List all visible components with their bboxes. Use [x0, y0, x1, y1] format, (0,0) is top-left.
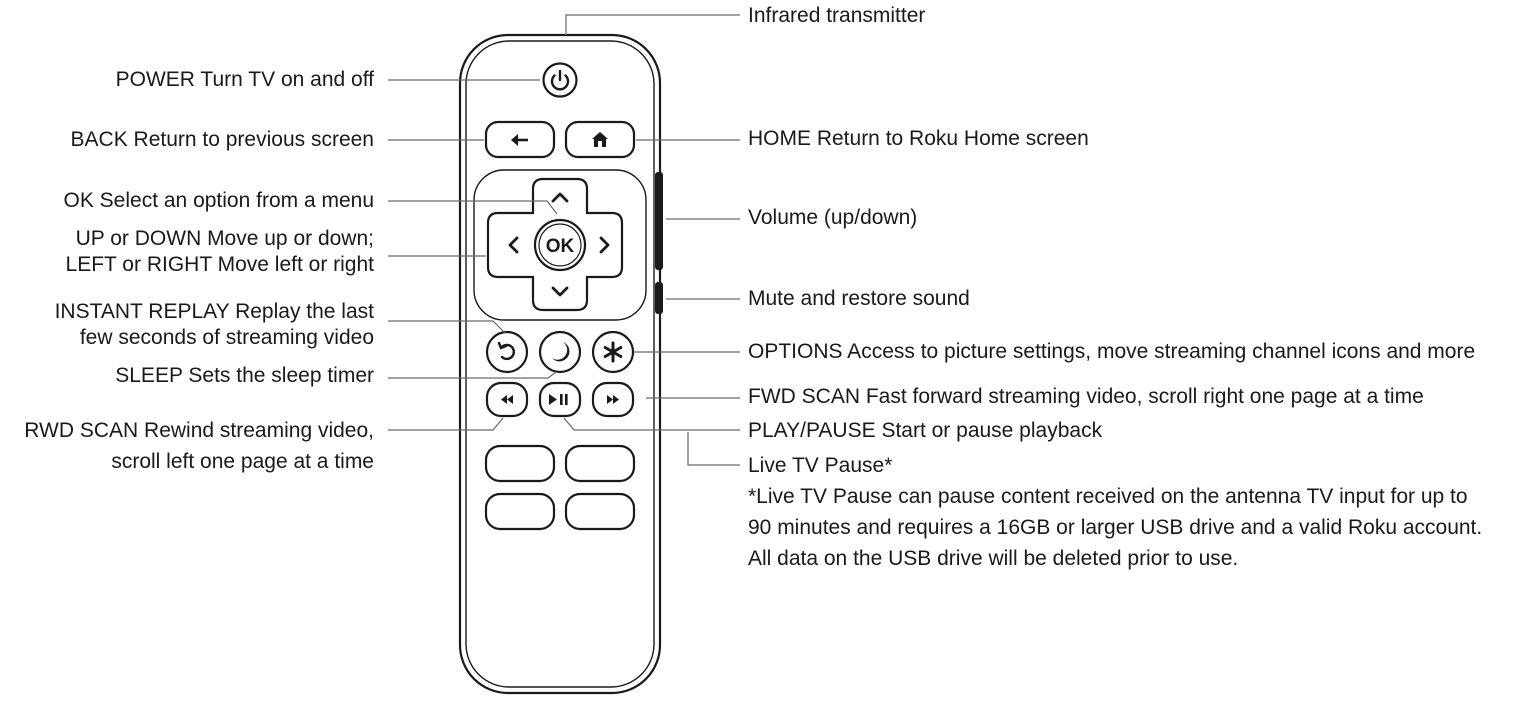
replay-label-line2: few seconds of streaming video: [79, 326, 374, 349]
power-icon: [550, 69, 570, 91]
dpad[interactable]: [486, 177, 624, 312]
play-pause-button[interactable]: [538, 381, 582, 418]
chevron-up-icon[interactable]: [551, 192, 569, 203]
chevron-down-icon[interactable]: [551, 286, 569, 297]
replay-label-line1: INSTANT REPLAY Replay the last: [54, 300, 374, 323]
mute-button[interactable]: [655, 282, 663, 314]
playpause-label: PLAY/PAUSE Start or pause playback: [748, 419, 1103, 442]
shortcut-button[interactable]: [564, 444, 636, 483]
home-label: HOME Return to Roku Home screen: [748, 127, 1089, 150]
fast-forward-icon: [607, 395, 619, 404]
rewind-icon: [501, 395, 513, 404]
infrared-label: Infrared transmitter: [748, 4, 926, 27]
home-button[interactable]: [564, 120, 636, 159]
updown-label-line2: LEFT or RIGHT Move left or right: [65, 253, 374, 276]
back-arrow-icon: [511, 134, 528, 146]
livetv-note-line2: 90 minutes and requires a 16GB or larger…: [748, 516, 1483, 539]
ok-button[interactable]: OK: [533, 218, 587, 272]
instant-replay-button[interactable]: [485, 330, 529, 374]
livetv-note-line1: *Live TV Pause can pause content receive…: [748, 485, 1468, 508]
livetv-note-line3: All data on the USB drive will be delete…: [748, 547, 1239, 570]
asterisk-icon: [603, 341, 623, 363]
shortcut-button[interactable]: [564, 492, 636, 531]
fwd-label: FWD SCAN Fast forward streaming video, s…: [748, 385, 1424, 408]
shortcut-button[interactable]: [484, 492, 556, 531]
rewind-button[interactable]: [485, 381, 529, 418]
updown-label-line1: UP or DOWN Move up or down;: [75, 227, 374, 250]
home-icon: [592, 132, 608, 147]
options-label: OPTIONS Access to picture settings, move…: [748, 340, 1476, 363]
options-button[interactable]: [591, 330, 635, 374]
mute-label: Mute and restore sound: [748, 287, 970, 310]
power-label: POWER Turn TV on and off: [115, 68, 374, 91]
back-label: BACK Return to previous screen: [70, 128, 374, 151]
leader-lines: [388, 14, 740, 466]
rwd-label-line2: scroll left one page at a time: [111, 450, 374, 473]
fast-forward-button[interactable]: [591, 381, 635, 418]
shortcut-button[interactable]: [484, 444, 556, 483]
back-button[interactable]: [484, 120, 556, 159]
instant-replay-icon: [497, 341, 515, 361]
ok-label-text: OK Select an option from a menu: [63, 189, 375, 212]
sleep-label: SLEEP Sets the sleep timer: [115, 364, 374, 387]
livetv-label: Live TV Pause*: [748, 454, 893, 477]
power-button[interactable]: [542, 62, 578, 98]
remote-body: [458, 33, 662, 695]
rwd-label-line1: RWD SCAN Rewind streaming video,: [24, 419, 374, 442]
volume-rocker[interactable]: [655, 172, 663, 270]
chevron-left-icon[interactable]: [508, 236, 519, 254]
play-pause-icon: [549, 394, 568, 405]
chevron-right-icon[interactable]: [599, 236, 610, 254]
volume-label: Volume (up/down): [748, 206, 918, 229]
dpad-frame: [473, 169, 647, 321]
moon-icon: [552, 342, 570, 362]
ok-label: OK: [546, 236, 575, 257]
sleep-button[interactable]: [538, 330, 582, 374]
